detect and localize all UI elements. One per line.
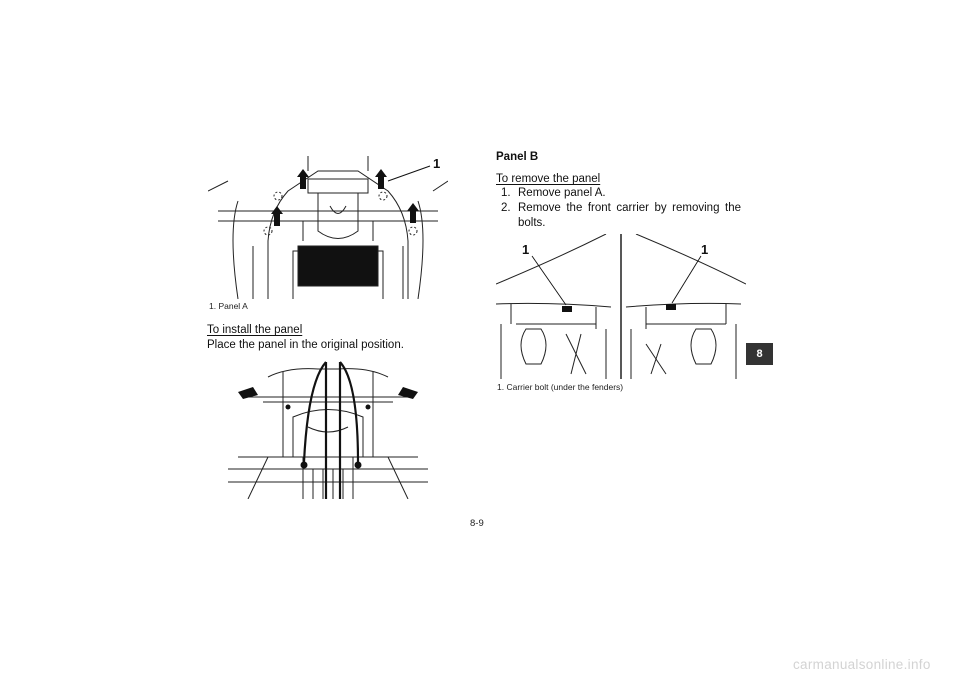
removal-steps: 1. Remove panel A. 2. Remove the front c… <box>501 186 741 231</box>
panel-install-figure <box>207 356 449 500</box>
page-number: 8-9 <box>470 518 484 529</box>
step-number: 1. <box>501 187 511 199</box>
carrier-bolt-callout-left: 1 <box>522 242 529 257</box>
install-heading: To install the panel <box>207 324 303 336</box>
carrier-bolt-callout-right: 1 <box>701 242 708 257</box>
step-text: Remove panel A. <box>518 187 606 199</box>
panel-a-callout: 1 <box>433 156 440 171</box>
list-item: 1. Remove panel A. <box>501 186 741 201</box>
chapter-tab: 8 <box>746 343 773 365</box>
watermark: carmanualsonline.info <box>793 657 931 672</box>
panel-a-caption: 1. Panel A <box>209 301 248 311</box>
step-text: Remove the front carrier by removing the… <box>518 202 741 229</box>
carrier-bolt-caption: 1. Carrier bolt (under the fenders) <box>497 382 624 392</box>
install-text: Place the panel in the original position… <box>207 339 404 351</box>
remove-heading: To remove the panel <box>496 173 601 185</box>
carrier-bolt-figure: 1 1 <box>495 233 747 380</box>
step-number: 2. <box>501 202 511 214</box>
list-item: 2. Remove the front carrier by removing … <box>501 201 741 231</box>
section-title: Panel B <box>496 151 539 163</box>
panel-a-figure: 1 <box>207 150 449 300</box>
